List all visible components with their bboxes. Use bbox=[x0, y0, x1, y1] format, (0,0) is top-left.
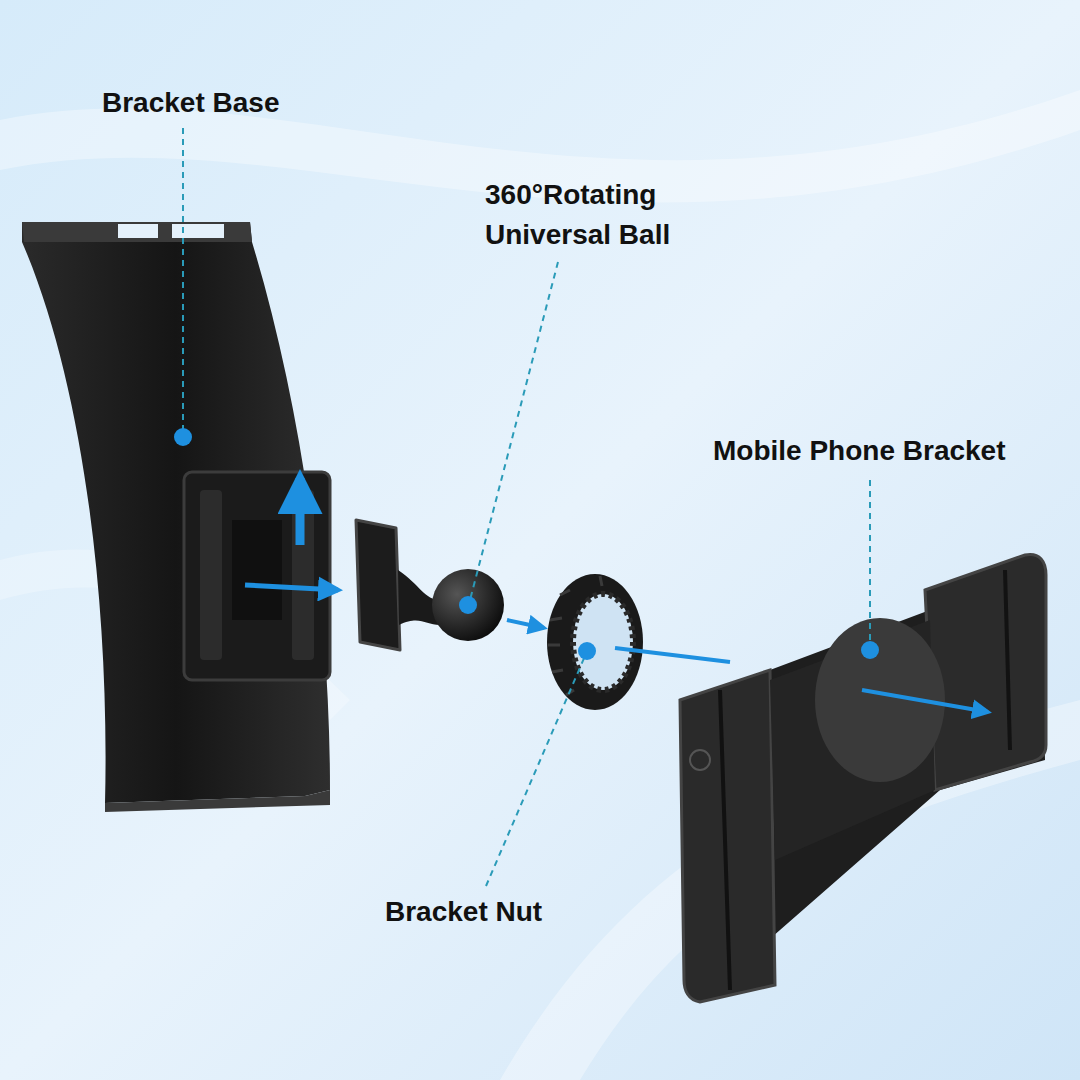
part-name: Bracket Base bbox=[102, 83, 402, 123]
part-name: Mobile Phone Bracket bbox=[713, 431, 1053, 471]
slide-arrow bbox=[296, 478, 305, 545]
bracket-base bbox=[22, 222, 330, 812]
part-name: 360°Rotating Universal Ball bbox=[485, 175, 730, 255]
insert-arrow bbox=[245, 585, 338, 590]
part-name: Bracket Nut bbox=[385, 892, 645, 932]
grip-arrow bbox=[862, 690, 988, 712]
leader-lines bbox=[183, 128, 870, 886]
mobile-phone-bracket bbox=[680, 554, 1046, 1002]
assembly-arrow bbox=[507, 620, 544, 628]
assembly-line bbox=[615, 648, 730, 662]
ball-mount bbox=[356, 520, 504, 650]
bracket-nut bbox=[547, 574, 643, 710]
